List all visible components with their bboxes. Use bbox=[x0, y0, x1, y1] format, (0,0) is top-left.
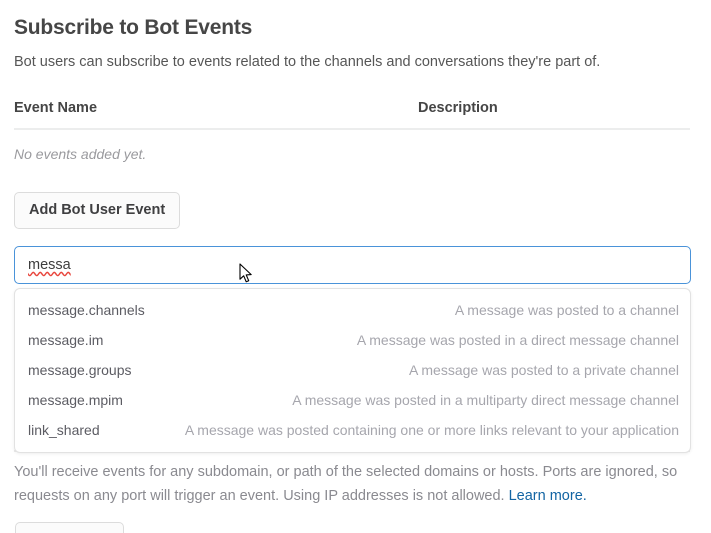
page-title: Subscribe to Bot Events bbox=[14, 16, 253, 39]
suggestion-item[interactable]: link_shared A message was posted contain… bbox=[15, 415, 690, 445]
suggestion-description: A message was posted containing one or m… bbox=[184, 422, 679, 438]
empty-state-message: No events added yet. bbox=[14, 146, 147, 162]
add-bot-user-event-button[interactable]: Add Bot User Event bbox=[14, 192, 181, 229]
suggestion-description: A message was posted in a direct message… bbox=[356, 332, 679, 348]
suggestion-description: A message was posted to a channel bbox=[454, 302, 679, 318]
helper-text-body: You'll receive events for any subdomain,… bbox=[14, 464, 678, 504]
column-header-description: Description bbox=[418, 100, 498, 116]
suggestion-name: message.im bbox=[28, 332, 104, 348]
suggestion-item[interactable]: message.mpim A message was posted in a m… bbox=[15, 385, 690, 415]
learn-more-link[interactable]: Learn more. bbox=[508, 488, 587, 504]
suggestion-item[interactable]: message.channels A message was posted to… bbox=[15, 295, 690, 325]
suggestion-item[interactable]: message.im A message was posted in a dir… bbox=[15, 325, 690, 355]
bottom-action-button[interactable] bbox=[15, 522, 124, 533]
suggestion-name: link_shared bbox=[28, 422, 100, 438]
event-suggestions-dropdown[interactable]: message.channels A message was posted to… bbox=[14, 288, 691, 453]
table-header-divider bbox=[14, 128, 690, 130]
suggestion-item[interactable]: message.groups A message was posted to a… bbox=[15, 355, 690, 385]
suggestion-description: A message was posted to a private channe… bbox=[408, 362, 679, 378]
events-table: Event Name Description No events added y… bbox=[14, 100, 690, 164]
suggestion-name: message.channels bbox=[28, 302, 145, 318]
page-subtitle: Bot users can subscribe to events relate… bbox=[14, 54, 601, 70]
helper-text: You'll receive events for any subdomain,… bbox=[14, 460, 686, 508]
column-header-event-name: Event Name bbox=[14, 100, 98, 116]
table-header-row: Event Name Description bbox=[14, 100, 690, 128]
suggestion-name: message.groups bbox=[28, 362, 132, 378]
suggestion-description: A message was posted in a multiparty dir… bbox=[292, 392, 679, 408]
event-combobox: messa message.channels A message was pos… bbox=[14, 246, 691, 453]
suggestion-name: message.mpim bbox=[28, 392, 123, 408]
event-search-input[interactable] bbox=[14, 246, 691, 284]
